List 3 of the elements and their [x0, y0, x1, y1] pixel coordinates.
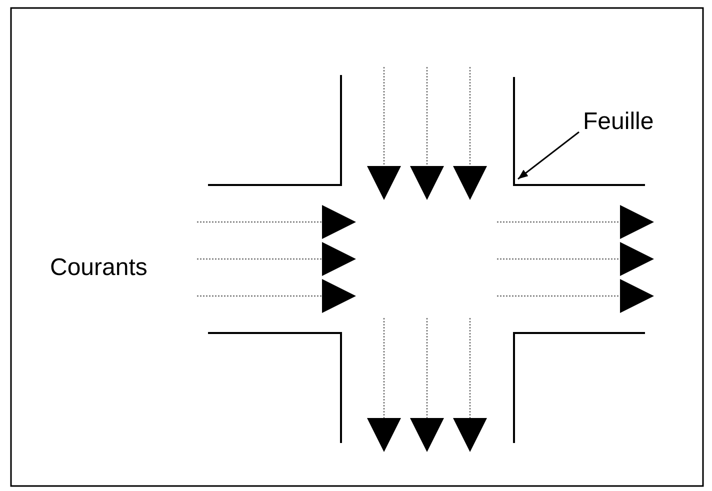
sheet-label: Feuille	[583, 110, 654, 134]
current-label: Courants	[50, 256, 148, 280]
leader-line	[518, 131, 580, 180]
